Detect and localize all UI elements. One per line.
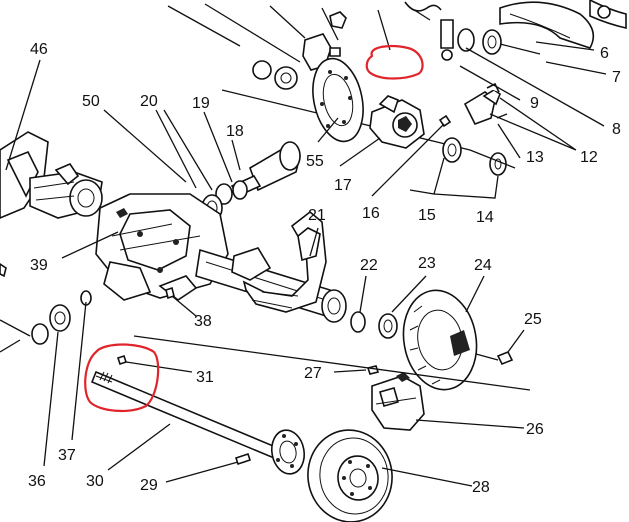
left-lower-parts: [0, 263, 92, 353]
callout-20: 20: [140, 93, 158, 110]
callout-36: 36: [28, 473, 46, 490]
callout-37: 37: [58, 447, 76, 464]
callout-7: 7: [612, 69, 621, 86]
callout-16: 16: [362, 205, 380, 222]
callout-31: 31: [196, 369, 214, 386]
callout-21: 21: [308, 207, 326, 224]
callout-23: 23: [418, 255, 436, 272]
callout-6: 6: [600, 45, 609, 62]
callout-12: 12: [580, 149, 598, 166]
callout-27: 27: [304, 365, 322, 382]
callout-39: 39: [30, 257, 48, 274]
highlight-circle-top: [365, 45, 424, 80]
highlight-circle-31: [84, 343, 160, 412]
bushing-parts: [442, 28, 541, 176]
axle-shaft-part: [90, 354, 306, 475]
callout-29: 29: [140, 477, 158, 494]
left-spring-bracket-part: [0, 131, 103, 219]
callout-26: 26: [526, 421, 544, 438]
callout-18: 18: [226, 123, 244, 140]
top-edge-fragments: [167, 0, 627, 63]
callout-8: 8: [612, 121, 621, 138]
callout-13: 13: [526, 149, 544, 166]
callout-15: 15: [418, 207, 436, 224]
bolt-38-part: [165, 286, 175, 300]
flange-plate-part: [312, 57, 364, 143]
bearing-and-seal-parts: [350, 311, 398, 339]
yoke-part: [369, 95, 425, 149]
callout-labels: 46 50 20 19 18 55 17 16 15 14 13 12 9 8 …: [28, 41, 621, 496]
brake-rotor-part: [307, 429, 393, 522]
callout-22: 22: [360, 257, 378, 274]
callout-55: 55: [306, 153, 324, 170]
callout-24: 24: [474, 257, 492, 274]
pinion-flange-part: [201, 141, 301, 222]
callout-14: 14: [476, 209, 494, 226]
callout-30: 30: [86, 473, 104, 490]
callout-46: 46: [30, 41, 48, 58]
red-highlight-marks: [84, 45, 424, 412]
callout-17: 17: [334, 177, 352, 194]
axle-tube-part: [195, 210, 347, 323]
callout-28: 28: [472, 479, 490, 496]
brake-caliper-part: [366, 365, 425, 431]
differential-housing-part: [95, 193, 229, 301]
backing-plate-part: [402, 289, 514, 391]
callout-19: 19: [192, 95, 210, 112]
callout-50: 50: [82, 93, 100, 110]
callout-38: 38: [194, 313, 212, 330]
callout-9: 9: [530, 95, 539, 112]
callout-25: 25: [524, 311, 542, 328]
pin-and-bracket-part: [438, 19, 508, 128]
